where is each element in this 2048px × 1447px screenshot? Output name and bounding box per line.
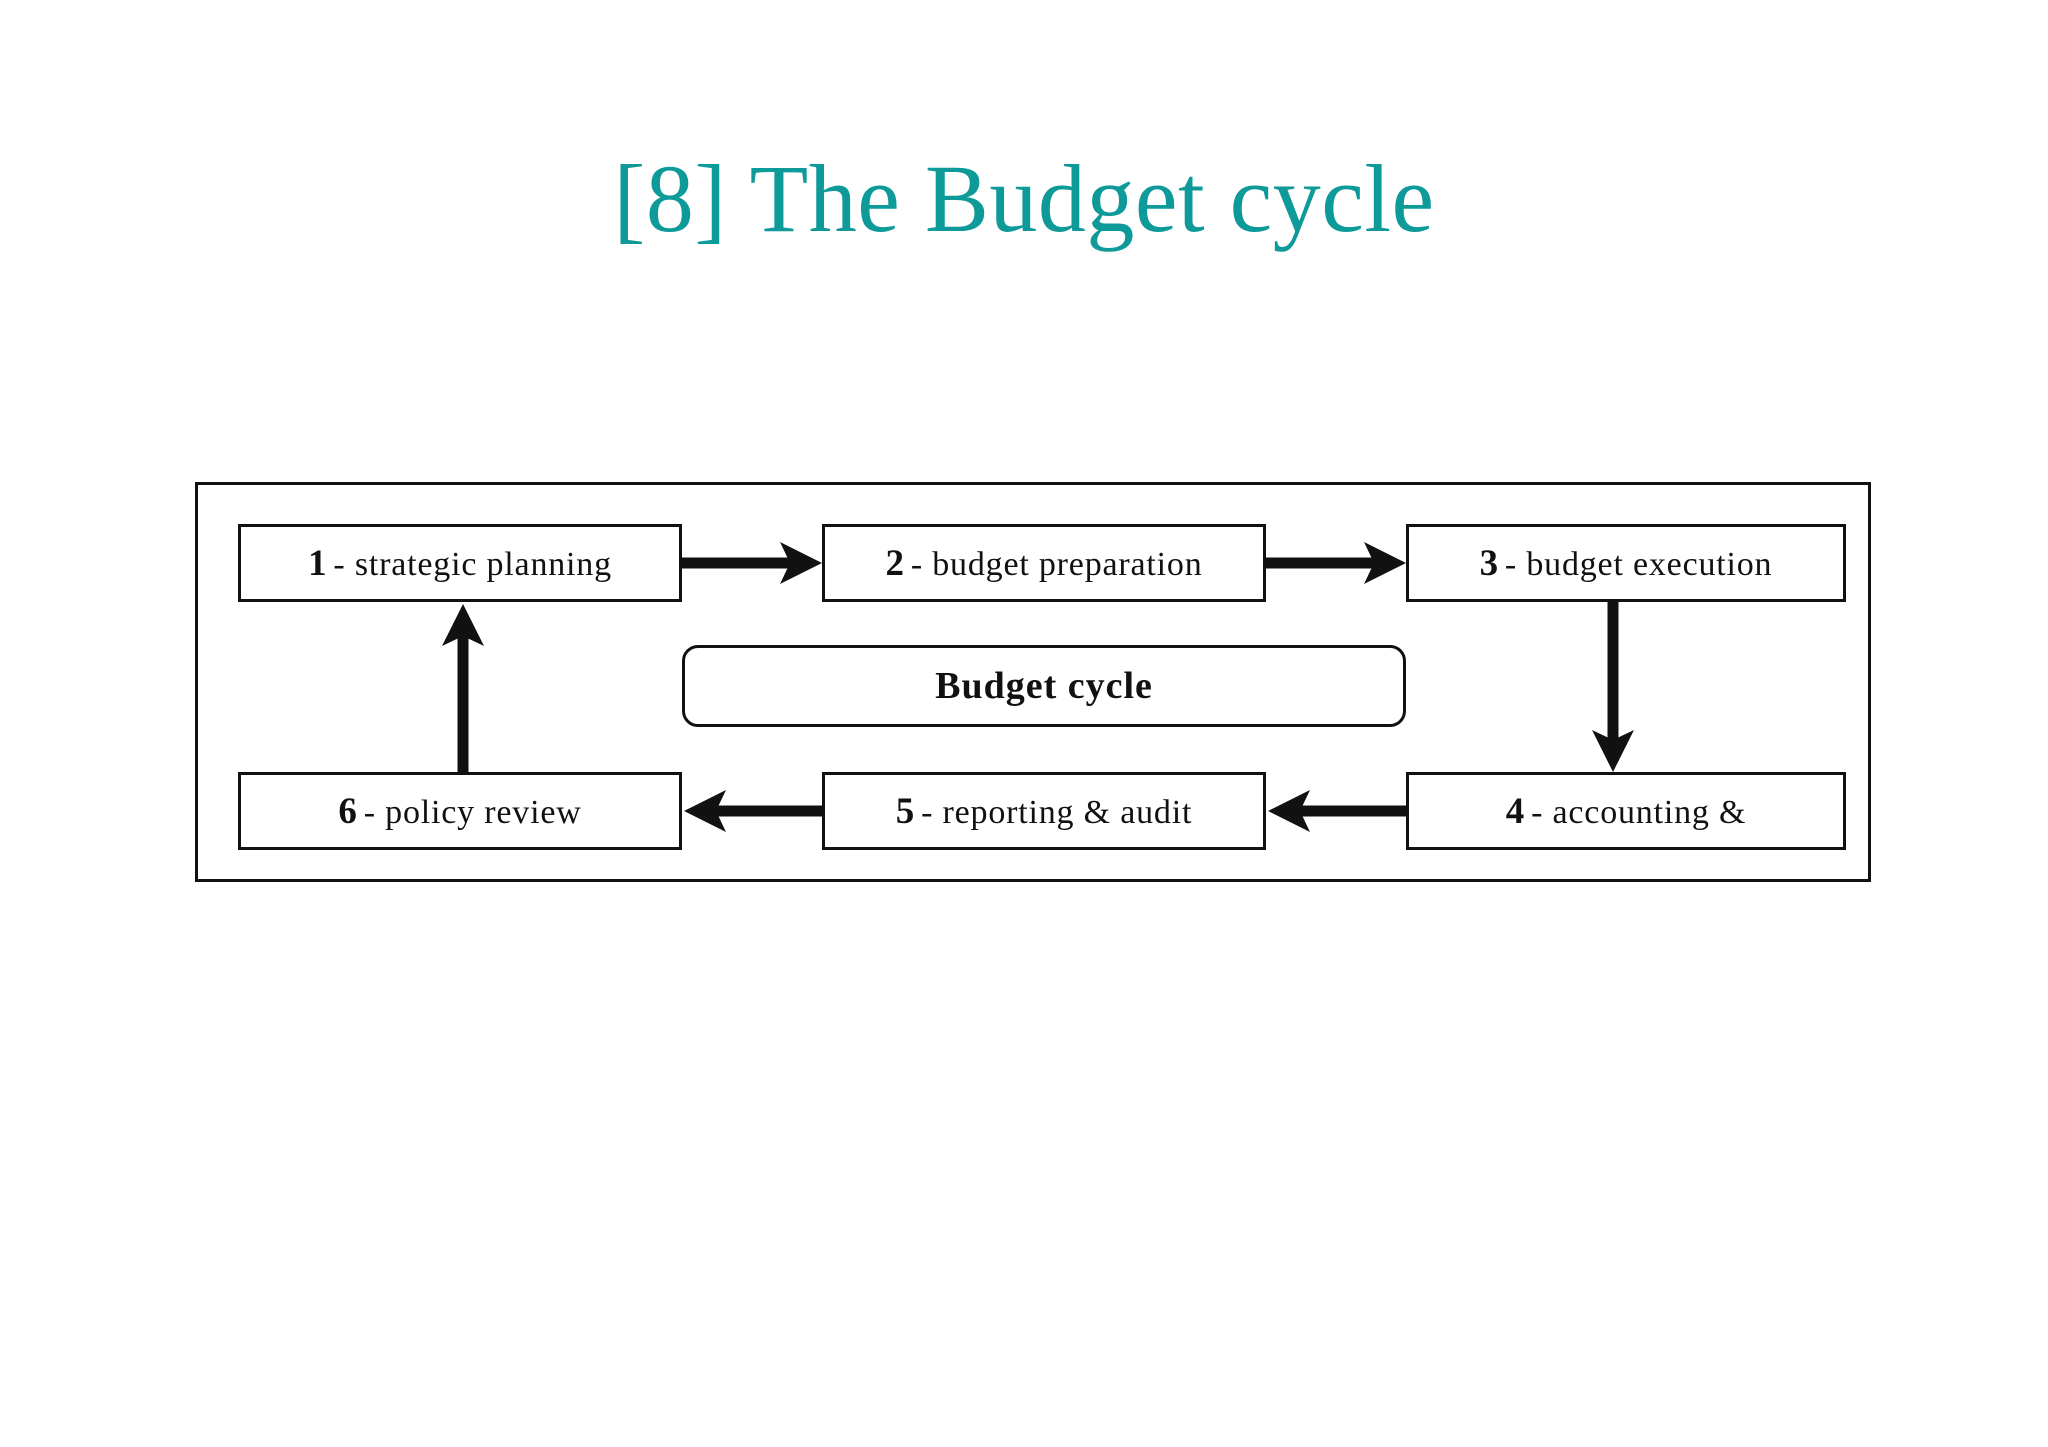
stage-number-6: 6 [338, 790, 358, 832]
stage-number-5: 5 [895, 790, 916, 832]
stage-label-1: 1- strategic planning [308, 542, 612, 585]
page-title: [8] The Budget cycle [613, 145, 1435, 252]
stage-text-1: strategic planning [354, 545, 612, 583]
stage-separator-5: - [921, 793, 934, 831]
stage-label-6: 6- policy review [338, 790, 581, 833]
stage-number-3: 3 [1479, 542, 1499, 584]
budget-cycle-center-label: Budget cycle [935, 665, 1153, 707]
arrow-stage2-to-stage3-icon [1266, 542, 1406, 584]
stage-text-3: budget execution [1526, 545, 1773, 583]
stage-box-4[interactable]: 4- accounting & [1406, 772, 1846, 850]
arrow-stage1-to-stage2-icon [682, 542, 822, 584]
stage-box-6[interactable]: 6- policy review [238, 772, 682, 850]
stage-label-4: 4- accounting & [1506, 790, 1746, 833]
stage-label-5: 5- reporting & audit [896, 790, 1192, 833]
arrow-stage3-to-stage4-icon [1592, 602, 1634, 772]
stage-separator-3: - [1504, 545, 1518, 583]
stage-box-1[interactable]: 1- strategic planning [238, 524, 682, 602]
stage-text-6: policy review [385, 793, 582, 831]
stage-number-1: 1 [308, 542, 328, 584]
arrow-stage5-to-stage6-icon [684, 790, 824, 832]
stage-separator-2: - [910, 545, 923, 583]
arrow-stage6-to-stage1-icon [442, 604, 484, 774]
stage-label-2: 2- budget preparation [886, 542, 1203, 585]
stage-separator-1: - [333, 545, 346, 583]
budget-cycle-center-box: Budget cycle [682, 645, 1406, 727]
stage-text-2: budget preparation [932, 545, 1203, 583]
stage-separator-6: - [363, 793, 376, 831]
arrow-stage4-to-stage5-icon [1268, 790, 1408, 832]
stage-box-5[interactable]: 5- reporting & audit [822, 772, 1266, 850]
stage-number-4: 4 [1505, 790, 1526, 832]
stage-text-5: reporting & audit [942, 793, 1193, 831]
stage-box-3[interactable]: 3- budget execution [1406, 524, 1846, 602]
stage-label-3: 3- budget execution [1480, 542, 1773, 585]
stage-number-2: 2 [885, 542, 905, 584]
stage-text-4: accounting & [1552, 793, 1747, 831]
stage-box-2[interactable]: 2- budget preparation [822, 524, 1266, 602]
stage-separator-4: - [1531, 793, 1544, 831]
